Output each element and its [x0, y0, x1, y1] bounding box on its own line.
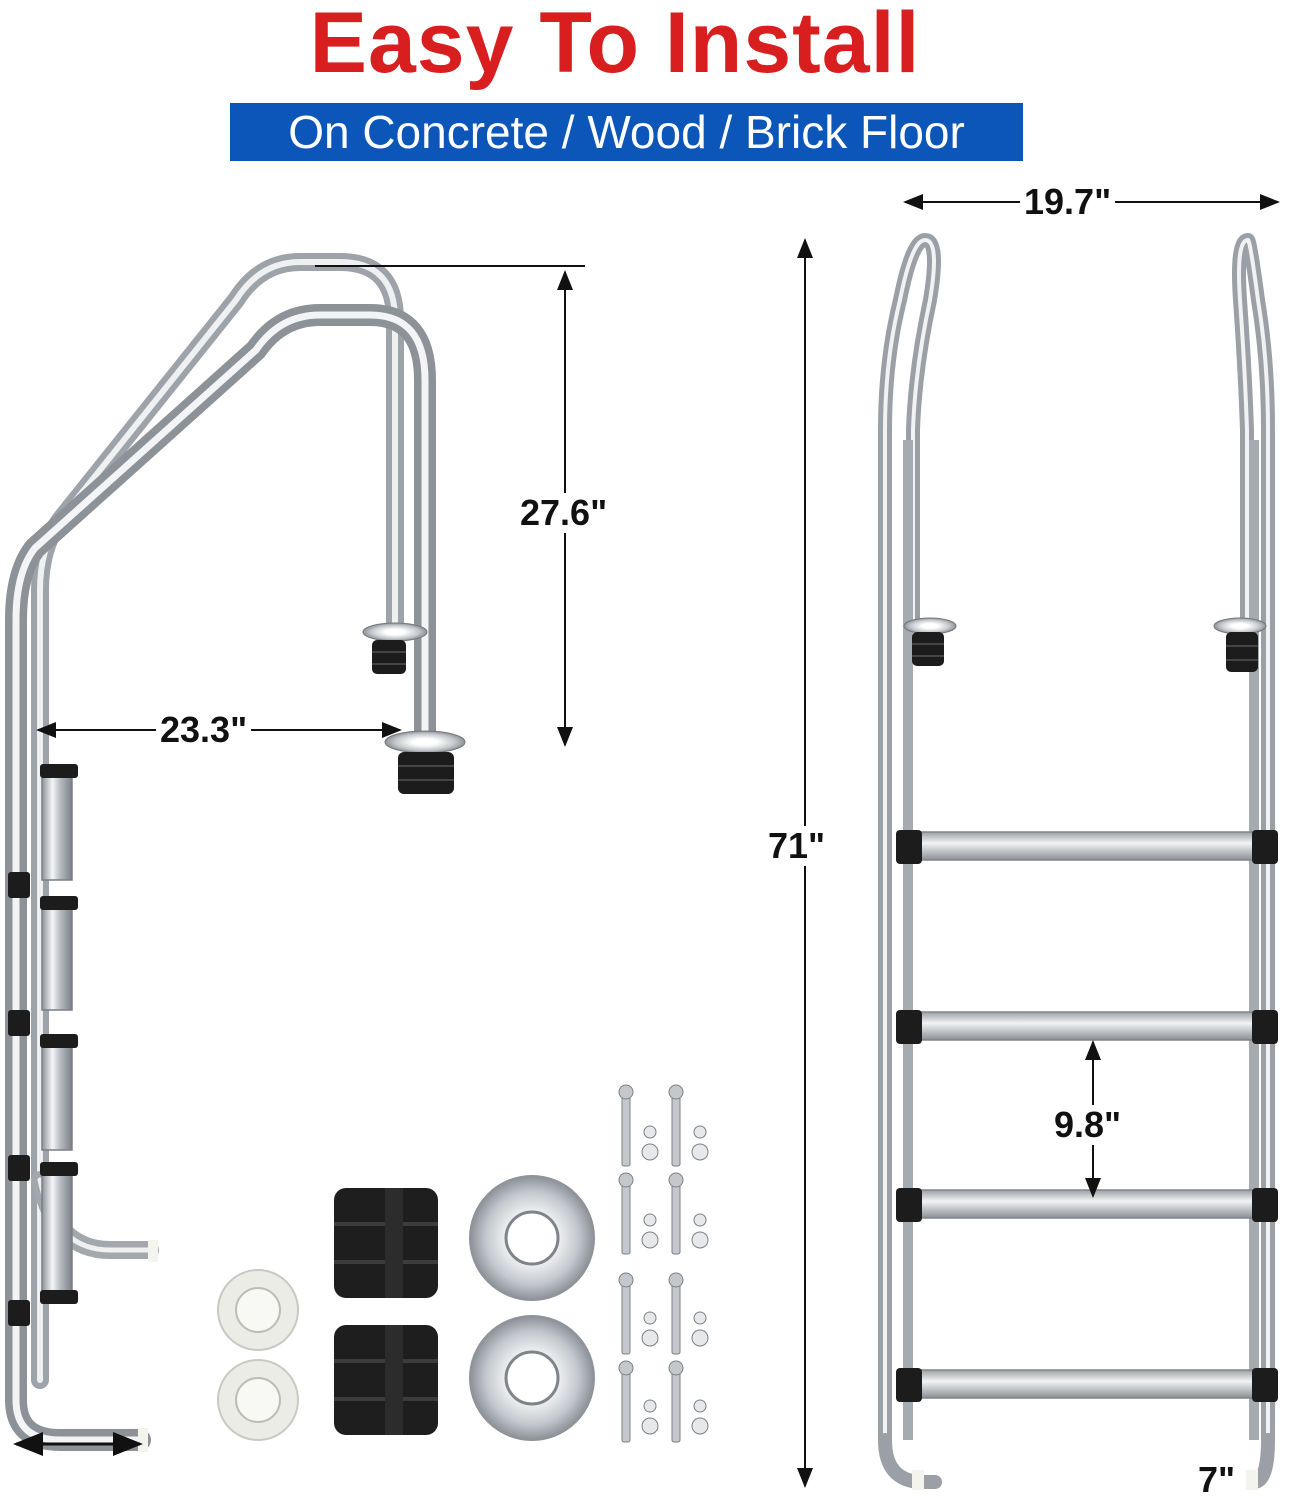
accessories — [217, 1084, 709, 1443]
headline: Easy To Install — [309, 0, 921, 91]
rail-spread-dimension-label: 23.3" — [156, 710, 252, 750]
total-height-dimension-label: 71" — [764, 826, 830, 866]
side-anchors — [362, 622, 466, 794]
side-ladder — [4, 253, 466, 1452]
side-treads — [8, 764, 78, 1326]
rail-height-dimension-label: 27.6" — [516, 493, 612, 533]
escutcheon-plates — [469, 1175, 595, 1441]
front-ladder — [878, 232, 1278, 1490]
subheadline-banner: On Concrete / Wood / Brick Floor — [230, 103, 1023, 161]
step-spacing-dimension-label: 9.8" — [1050, 1105, 1126, 1145]
plastic-plugs — [217, 1269, 299, 1441]
rubber-sleeves — [334, 1188, 438, 1435]
width-dimension-label: 19.7" — [1020, 182, 1116, 222]
bolt-set — [618, 1084, 709, 1443]
foot-depth-dimension-label: 7" — [1194, 1460, 1240, 1500]
front-treads — [896, 830, 1278, 1402]
